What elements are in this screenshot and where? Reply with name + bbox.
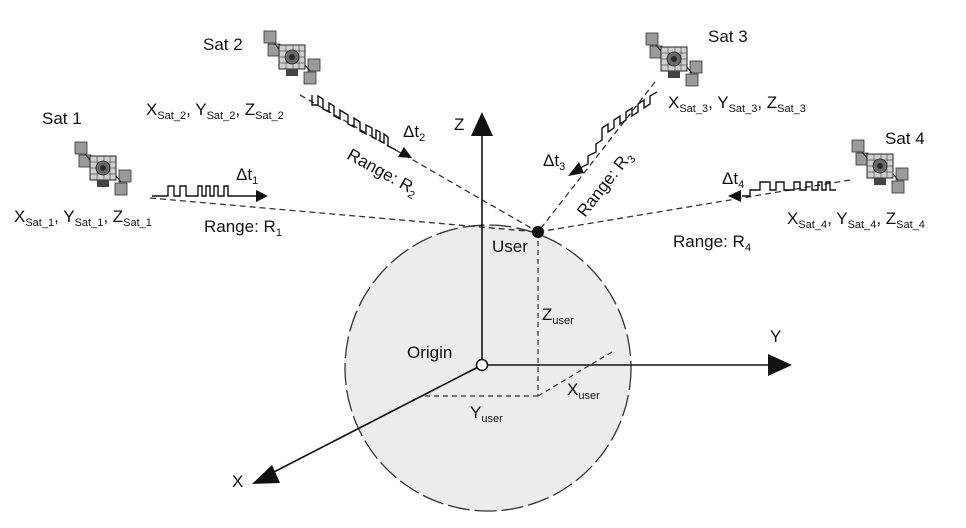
sat-2-name: Sat 2 [203, 35, 243, 54]
sat-2-coords: XSat_2, YSat_2, ZSat_2 [146, 100, 284, 122]
satellite-2-icon [263, 30, 321, 85]
z-axis-label: Z [454, 115, 464, 134]
delta-t-1: Δt1 [236, 165, 258, 187]
sat-3-name: Sat 3 [708, 27, 748, 46]
signal-arrow-sat-3 [568, 162, 584, 176]
z-user-label: Zuser [542, 305, 574, 327]
signal-pulse-sat-1 [152, 185, 236, 197]
signal-arrow-sat-2 [398, 147, 412, 158]
range-line-sat-2 [299, 94, 539, 233]
x-axis [269, 364, 483, 475]
range-label-2: Range: R2 [343, 145, 422, 202]
sat-1-coords: XSat_1, YSat_1, ZSat_1 [14, 207, 152, 229]
delta-t-2: Δt2 [403, 122, 425, 144]
sat-4-name: Sat 4 [885, 129, 925, 148]
range-label-1: Range: R1 [204, 217, 282, 239]
x-axis-arrow [252, 465, 280, 484]
z-axis-arrow [471, 112, 493, 136]
y-user-label: Yuser [470, 403, 503, 425]
range-line-sat-1 [149, 197, 539, 233]
sat-3-coords: XSat_3, YSat_3, ZSat_3 [668, 93, 806, 115]
signal-pulse-sat-2 [311, 94, 397, 151]
earth-circle [344, 224, 632, 512]
satellite-3-icon [645, 32, 703, 87]
signal-pulse-sat-4 [742, 181, 836, 197]
range-label-3: Range: R3 [573, 147, 638, 222]
x-user-label: Xuser [567, 380, 600, 402]
origin-label: Origin [407, 343, 452, 362]
y-axis-label: Y [770, 327, 781, 346]
sat-1-name: Sat 1 [42, 109, 82, 128]
signal-pulse-sat-3 [579, 91, 658, 169]
range-label-4: Range: R4 [673, 232, 751, 254]
origin-point [475, 358, 489, 372]
signal-arrow-sat-4 [728, 190, 741, 202]
range-line-sat-4 [537, 179, 851, 233]
satellite-1-icon [74, 141, 132, 196]
signal-arrow-sat-1 [256, 190, 268, 202]
y-axis-arrow [768, 354, 792, 376]
sat-4-coords: XSat_4, YSat_4, ZSat_4 [787, 209, 925, 231]
delta-t-3: Δt3 [543, 151, 565, 173]
user-label: User [492, 237, 528, 256]
delta-t-4: Δt4 [722, 169, 744, 191]
x-axis-label: X [232, 472, 243, 491]
range-line-sat-3 [537, 81, 656, 233]
user-point [532, 226, 544, 238]
